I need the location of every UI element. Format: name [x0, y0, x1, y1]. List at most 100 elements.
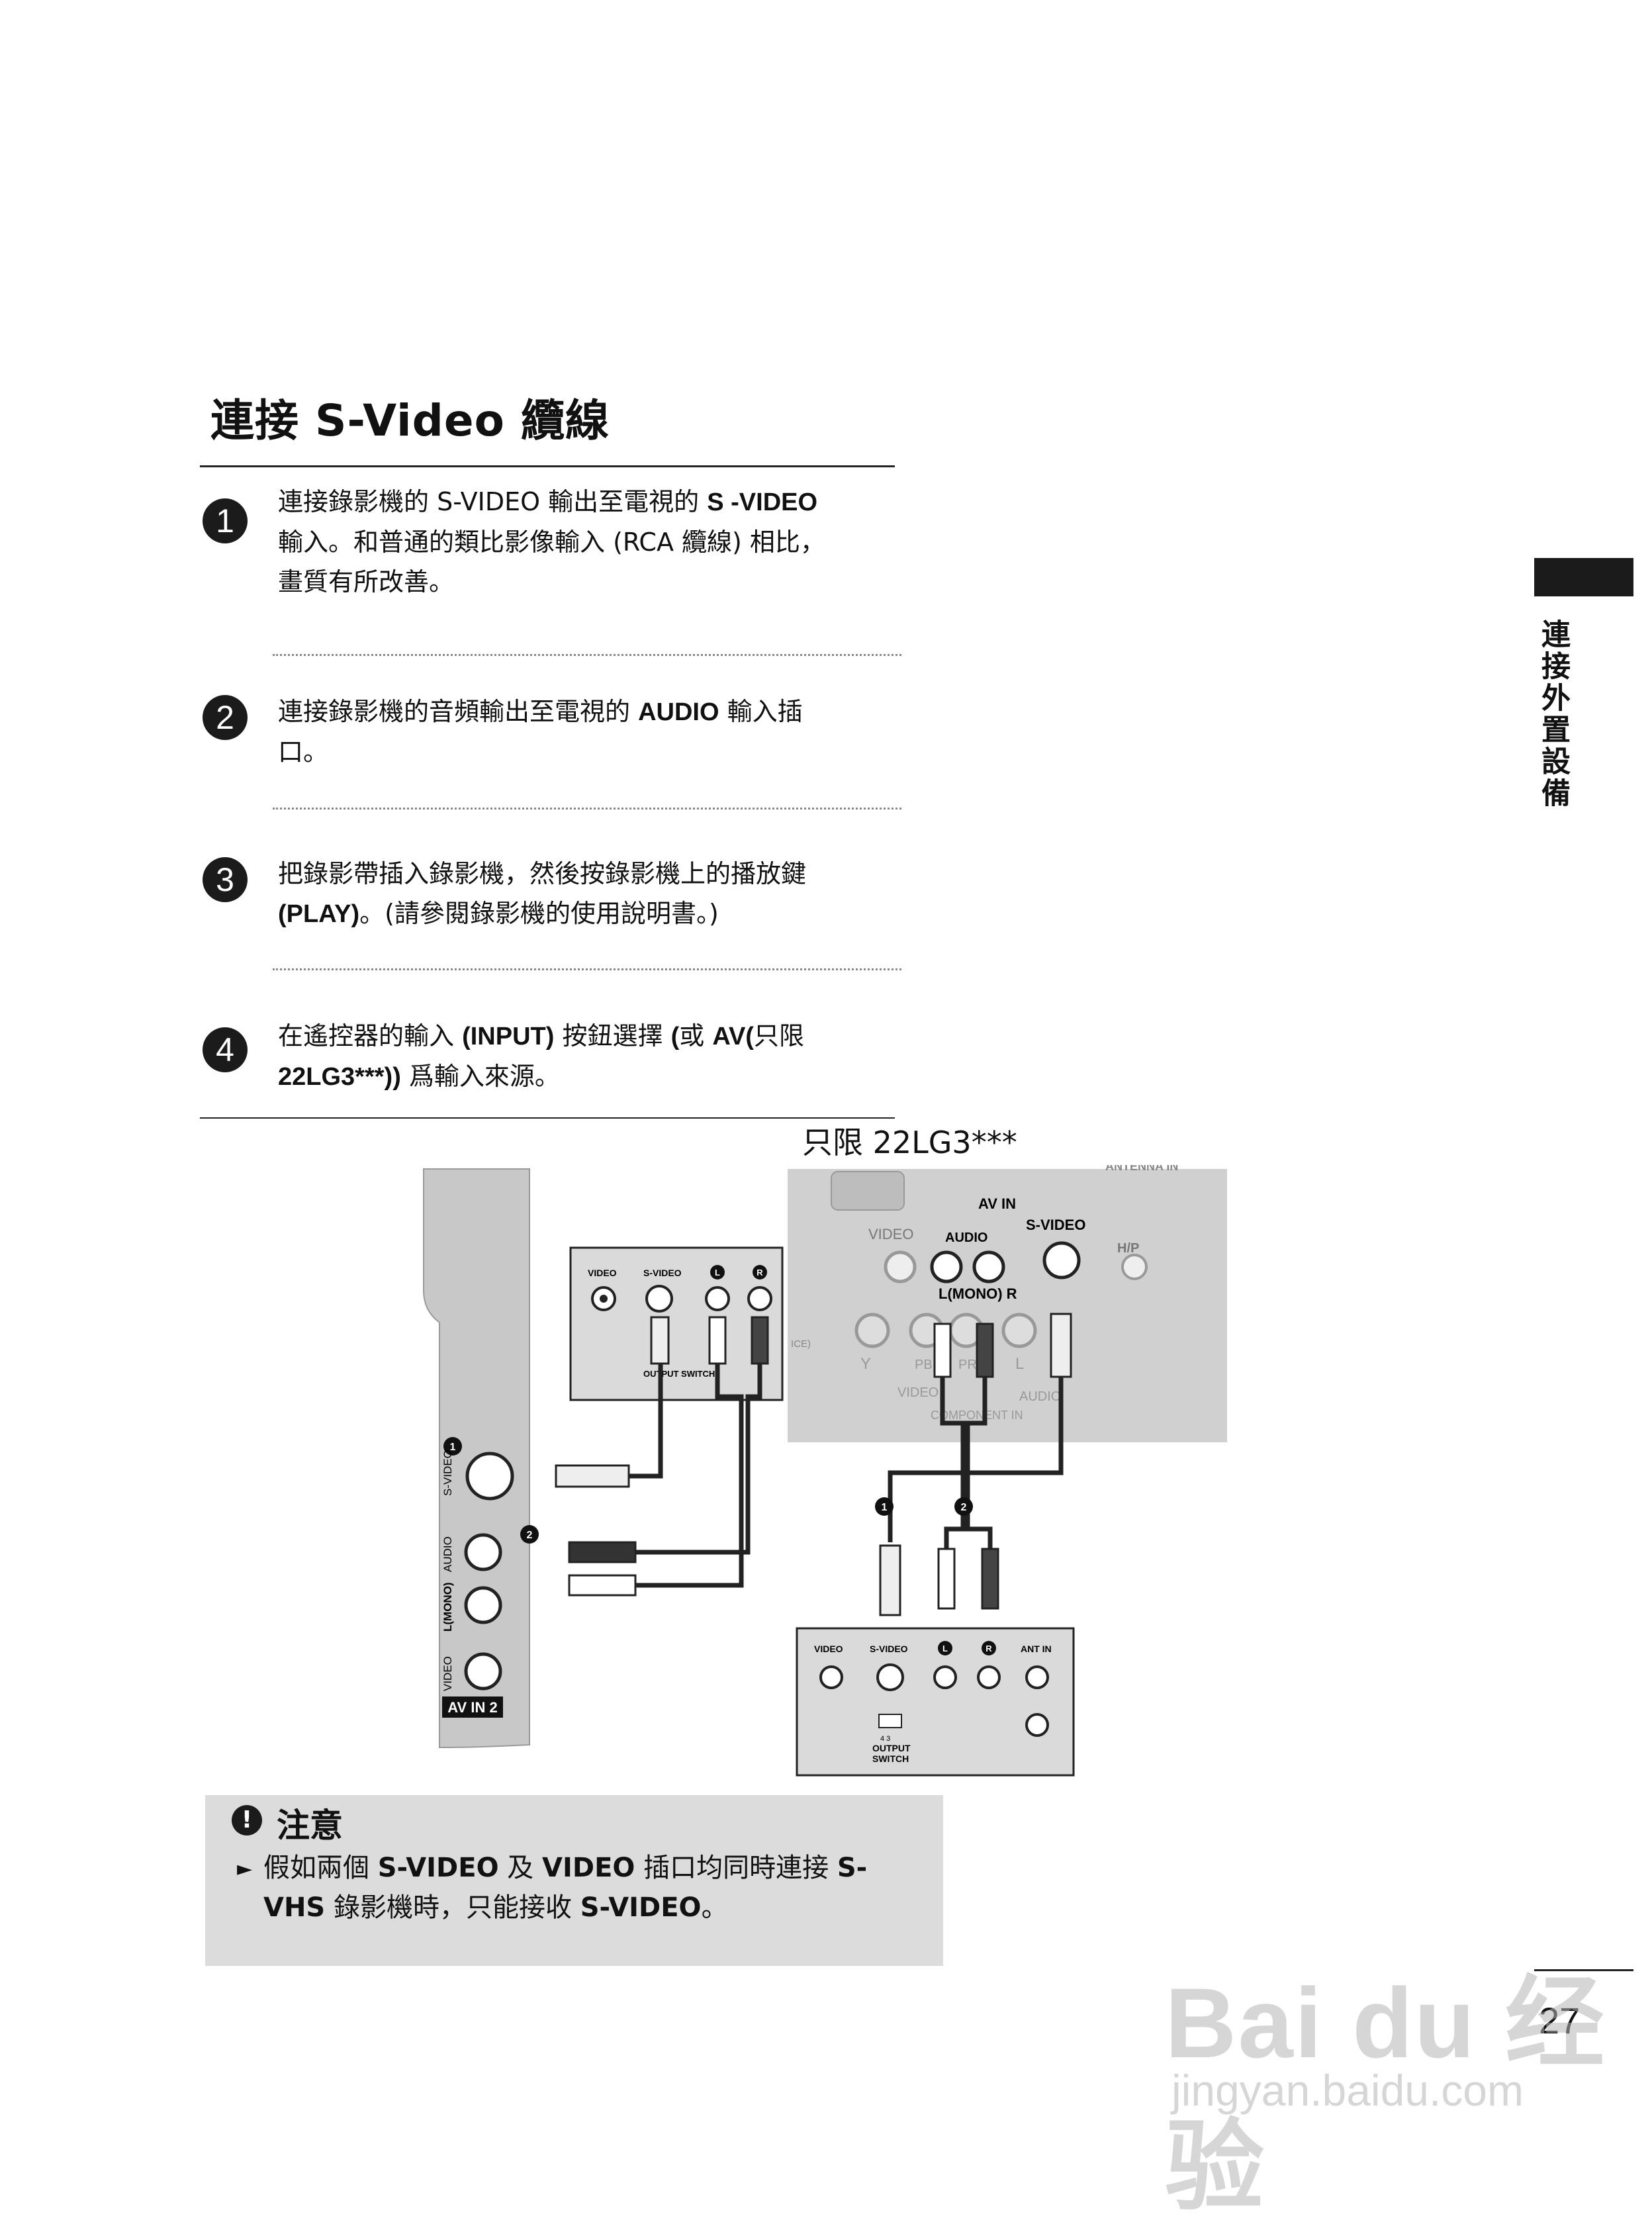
tv-back-pr-label: PR — [958, 1358, 977, 1372]
tv-back-audio-l-plug — [933, 1323, 952, 1378]
vcr-bottom-l-jack — [933, 1665, 957, 1689]
vcr-top-svideo-label: S-VIDEO — [643, 1268, 682, 1278]
vcr-top-video-label: VIDEO — [588, 1268, 617, 1278]
vcr-top-panel — [569, 1246, 784, 1401]
vcr-bottom-ant-in-label: ANT IN — [1021, 1644, 1052, 1654]
tv-back-l-jack — [1001, 1313, 1037, 1348]
watermark-url: jingyan.baidu.com — [1171, 2066, 1524, 2115]
tv-side-audio-r-jack — [464, 1533, 502, 1571]
vcr-top-l-label: L — [715, 1268, 720, 1278]
section-tab-marker — [1534, 558, 1633, 596]
vcr-bottom-switch-label: SWITCH — [872, 1753, 909, 1764]
note-text: 假如兩個 S-VIDEO 及 VIDEO 插口均同時連接 S-VHS 錄影機時，… — [263, 1853, 868, 1923]
vcr-bottom-r-badge — [982, 1641, 996, 1655]
tv-back-svideo-label: S-VIDEO — [1026, 1217, 1085, 1233]
tv-side-audio-l-jack — [464, 1586, 502, 1624]
tv-back-marker-1 — [875, 1497, 894, 1516]
step-2-text: 連接錄影機的音頻輸出至電視的 AUDIO 輸入插 口。 — [278, 697, 803, 767]
tv-back-audio-r-plug — [976, 1323, 994, 1378]
tv-back-marker-2 — [954, 1497, 973, 1516]
vcr-bottom-ant-in-jack — [1025, 1665, 1049, 1689]
audio-l-plug — [708, 1316, 727, 1365]
vcr-top-svideo-jack — [645, 1285, 673, 1313]
vcr-bottom-panel — [796, 1627, 1075, 1777]
page-title: 連接 S-Video 纜線 — [210, 395, 610, 446]
tv-back-antenna-label: ANTENNA IN — [1105, 1165, 1178, 1173]
bottom-svideo-plug — [879, 1544, 901, 1616]
vcr-top-l-jack — [705, 1286, 730, 1311]
step-4-badge: 4 — [203, 1027, 248, 1072]
tv-back-video-label: VIDEO — [868, 1226, 913, 1242]
tv-back-lmono-r-label: L(MONO) R — [939, 1285, 1017, 1302]
vcr-bottom-svideo-label: S-VIDEO — [870, 1644, 908, 1654]
step-3-badge: 3 — [203, 857, 248, 902]
tv-side-marker-2 — [520, 1525, 539, 1544]
svg-text:R: R — [986, 1644, 992, 1653]
warning-icon: ! — [232, 1805, 262, 1835]
tv-back-video2-label: VIDEO — [897, 1385, 939, 1400]
bottom-audio-l-plug — [937, 1548, 956, 1610]
tv-back-hp-jack — [1121, 1254, 1148, 1280]
vcr-bottom-output-switch — [878, 1714, 902, 1728]
svg-text:2: 2 — [527, 1530, 533, 1541]
model-only-label: 只限 22LG3*** — [802, 1125, 1017, 1160]
watermark-brand: Bai du 经验 — [1165, 1967, 1606, 2222]
step-divider — [273, 968, 901, 970]
back-audio-l-cable — [940, 1377, 966, 1549]
tv-back-y-label: Y — [860, 1355, 871, 1373]
tv-back-audio-label: AUDIO — [945, 1231, 987, 1245]
section-tab-label: 連接外置設備 — [1536, 619, 1570, 810]
tv-back-av-in-label: AV IN — [978, 1195, 1016, 1212]
vcr-top-output-switch-label: OUTPUT SWITCH — [643, 1369, 715, 1379]
vcr-bottom-ant-out-jack — [1025, 1713, 1049, 1737]
vcr-bottom-l-badge — [938, 1641, 952, 1655]
vcr-bottom-video-jack — [819, 1665, 843, 1689]
svg-text:2: 2 — [961, 1502, 967, 1513]
step-divider — [273, 654, 901, 656]
steps-bottom-rule — [200, 1117, 895, 1119]
step-1-text: 連接錄影機的 S-VIDEO 輸出至電視的 S -VIDEO 輸入。和普通的類比… — [278, 487, 825, 596]
step-divider — [273, 808, 901, 810]
page-number-rule — [1534, 1969, 1633, 1971]
svg-text:L: L — [942, 1644, 948, 1653]
tv-back-y-jack — [854, 1313, 890, 1348]
svideo-plug-tv — [555, 1464, 630, 1488]
svideo-plug — [650, 1316, 670, 1365]
vcr-top-r-label: R — [757, 1268, 763, 1278]
note-title: 注意 — [277, 1806, 343, 1845]
tv-back-audio2-label: AUDIO — [1019, 1389, 1061, 1404]
vcr-top-l-badge — [710, 1265, 725, 1279]
tv-side-video-jack — [464, 1652, 502, 1691]
step-2-badge: 2 — [203, 695, 248, 740]
vcr-top-r-badge — [753, 1265, 767, 1279]
svideo-cable — [629, 1364, 663, 1479]
tv-side-audio-label: AUDIO — [441, 1536, 454, 1572]
svg-text:1: 1 — [450, 1442, 456, 1453]
note-box — [205, 1795, 943, 1966]
vcr-top-ice-label: ICE) — [791, 1338, 811, 1350]
tv-side-video-label: VIDEO — [441, 1656, 454, 1691]
tv-side-av-in-2-badge — [442, 1696, 503, 1718]
vcr-top-r-jack — [747, 1286, 772, 1311]
vcr-bottom-output-label: OUTPUT — [872, 1743, 911, 1753]
vcr-bottom-r-jack — [977, 1665, 1001, 1689]
connection-diagram: VIDEO S-VIDEO L R ICE) OUTPUT SWITCH 1 2… — [423, 1165, 1227, 1777]
tv-side-svideo-jack — [465, 1452, 514, 1501]
audio-r-cable — [635, 1364, 762, 1555]
tv-back-audio-l-jack — [930, 1250, 963, 1283]
back-audio-r-cable — [965, 1377, 993, 1549]
audio-l-plug-tv — [568, 1574, 637, 1597]
vcr-bottom-video-label: VIDEO — [814, 1644, 843, 1654]
tv-back-panel — [788, 1169, 1227, 1442]
page-number: 27 — [1539, 2000, 1581, 2041]
title-underline — [200, 465, 895, 467]
tv-side-lmono-label: L(MONO) — [441, 1582, 454, 1632]
audio-r-plug-tv — [568, 1541, 637, 1563]
tv-back-component-label: COMPONENT IN — [931, 1409, 1023, 1422]
vcr-bottom-svideo-jack — [876, 1663, 904, 1691]
tv-back-hp-label: H/P — [1117, 1241, 1139, 1256]
tv-side-svideo-label: S-VIDEO — [441, 1450, 454, 1496]
audio-l-cable — [635, 1364, 744, 1588]
bottom-audio-r-plug — [981, 1548, 999, 1610]
note-arrow-icon: ► — [237, 1857, 253, 1881]
